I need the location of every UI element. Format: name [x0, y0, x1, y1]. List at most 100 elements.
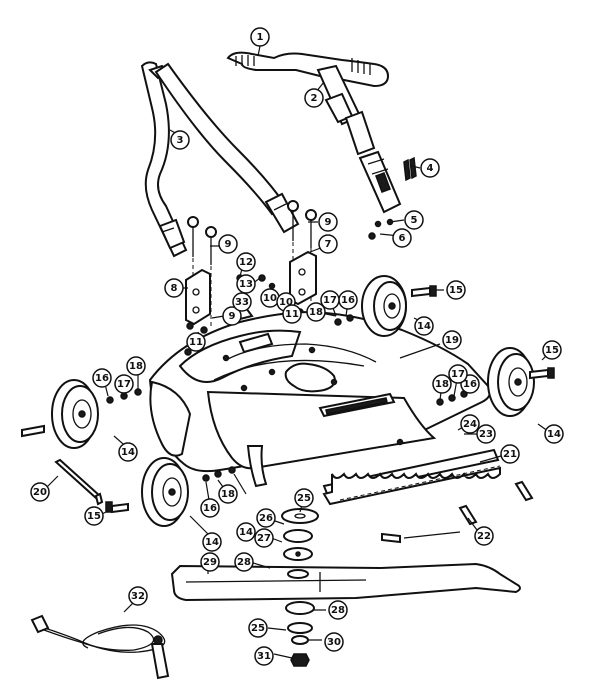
callout-circle [92, 368, 112, 388]
callout-30: 30 [324, 632, 344, 652]
callout-31: 31 [254, 646, 274, 666]
callout-number: 2 [311, 93, 318, 104]
callout-9: 9 [318, 212, 338, 232]
callout-circle [474, 526, 494, 546]
callout-number: 7 [325, 239, 332, 250]
callout-number: 17 [323, 295, 337, 306]
callout-circle [318, 212, 338, 232]
callout-circle [304, 88, 324, 108]
callout-14: 14 [414, 316, 434, 336]
callout-number: 20 [33, 487, 47, 498]
callout-32: 32 [128, 586, 148, 606]
callout-circle [126, 356, 146, 376]
callout-9: 9 [222, 306, 242, 326]
callout-25: 25 [248, 618, 268, 638]
callout-circle [234, 552, 254, 572]
callout-circle [236, 252, 256, 272]
callout-27: 27 [254, 528, 274, 548]
callout-15: 15 [446, 280, 466, 300]
callout-circle [254, 528, 274, 548]
callout-circle [500, 444, 520, 464]
callout-11: 11 [186, 332, 206, 352]
callout-number: 28 [331, 605, 345, 616]
callout-circle [200, 552, 220, 572]
callout-circle [318, 234, 338, 254]
callout-22: 22 [474, 526, 494, 546]
callout-33: 33 [232, 292, 252, 312]
callout-circle [118, 442, 138, 462]
handle-grip-bar [226, 51, 390, 88]
callout-circle [232, 292, 252, 312]
callout-number: 18 [309, 307, 323, 318]
callout-circle [170, 130, 190, 150]
callout-number: 11 [285, 309, 299, 320]
callout-circle [392, 228, 412, 248]
callout-number: 14 [417, 321, 431, 332]
callout-8: 8 [164, 278, 184, 298]
callout-number: 9 [225, 239, 232, 250]
blade-adapter-stack [281, 508, 319, 667]
callout-14: 14 [544, 424, 564, 444]
blade-bolts [381, 480, 534, 544]
callout-circle [164, 278, 184, 298]
deflector-shield [322, 424, 501, 506]
callout-28: 28 [234, 552, 254, 572]
callout-number: 13 [239, 279, 253, 290]
callout-circle [446, 280, 466, 300]
wheel-rear-right [361, 275, 407, 337]
callout-28: 28 [328, 600, 348, 620]
callout-number: 18 [221, 489, 235, 500]
callout-circle [306, 302, 326, 322]
callout-number: 9 [325, 217, 332, 228]
callout-5: 5 [404, 210, 424, 230]
callout-circle [202, 532, 222, 552]
callout-20: 20 [30, 482, 50, 502]
wheel-hardware [21, 285, 555, 514]
callout-circle [328, 600, 348, 620]
callout-circle [222, 306, 242, 326]
spark-plug-wire [30, 614, 170, 680]
callout-number: 16 [203, 503, 217, 514]
callout-number: 1 [257, 32, 264, 43]
callout-circle [320, 290, 340, 310]
callout-number: 32 [131, 591, 145, 602]
callout-23: 23 [476, 424, 496, 444]
callout-number: 3 [177, 135, 184, 146]
callout-number: 4 [427, 163, 434, 174]
callout-18: 18 [306, 302, 326, 322]
callout-number: 33 [235, 297, 249, 308]
callout-number: 26 [259, 513, 273, 524]
callout-18: 18 [218, 484, 238, 504]
callout-circle [324, 632, 344, 652]
callout-number: 29 [203, 557, 217, 568]
callout-number: 30 [327, 637, 341, 648]
callout-14: 14 [202, 532, 222, 552]
handle-lower-tube [154, 62, 300, 234]
callout-number: 9 [229, 311, 236, 322]
callout-number: 22 [477, 531, 491, 542]
callout-circle [404, 210, 424, 230]
callout-circle [254, 646, 274, 666]
callout-number: 10 [263, 293, 277, 304]
callout-circle [420, 158, 440, 178]
callout-16: 16 [338, 290, 358, 310]
callout-circle [448, 364, 468, 384]
callout-circle [218, 484, 238, 504]
callout-number: 14 [205, 537, 219, 548]
callout-number: 24 [463, 419, 477, 430]
callout-number: 17 [451, 369, 465, 380]
callout-number: 14 [547, 429, 561, 440]
callout-number: 21 [503, 449, 517, 460]
callout-11: 11 [282, 304, 302, 324]
wheel-front-left [141, 457, 189, 527]
callout-9: 9 [218, 234, 238, 254]
callout-7: 7 [318, 234, 338, 254]
callout-number: 16 [95, 373, 109, 384]
callout-16: 16 [200, 498, 220, 518]
callout-circle [476, 424, 496, 444]
callout-number: 15 [545, 345, 559, 356]
callout-13: 13 [236, 274, 256, 294]
callout-2: 2 [304, 88, 324, 108]
callout-12: 12 [236, 252, 256, 272]
